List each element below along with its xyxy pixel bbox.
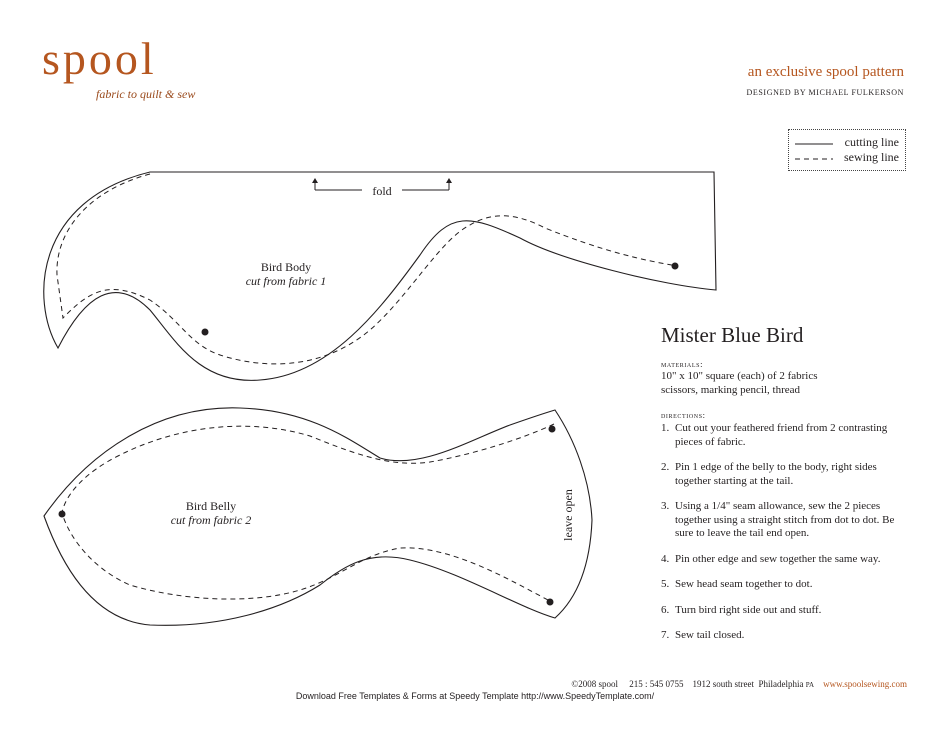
direction-step: 3.Using a 1/4" seam allowance, sew the 2… bbox=[661, 500, 895, 539]
directions-heading: directions: bbox=[661, 410, 706, 420]
fold-marker bbox=[312, 178, 452, 191]
bird-belly-tail-bottom-dot bbox=[546, 598, 554, 606]
direction-step: 4.Pin other edge and sew together the sa… bbox=[661, 552, 881, 565]
pattern-title: Mister Blue Bird bbox=[661, 323, 804, 347]
direction-step: 5.Sew head seam together to dot. bbox=[661, 578, 813, 590]
bird-belly-title: Bird Belly bbox=[186, 499, 236, 513]
state-text: PA bbox=[805, 681, 815, 689]
directions-list: 1.Cut out your feathered friend from 2 c… bbox=[661, 422, 911, 655]
line-legend: cutting line sewing line bbox=[788, 129, 906, 171]
legend-sewing-label: sewing line bbox=[844, 150, 899, 164]
phone-text: 215 : 545 0755 bbox=[629, 679, 684, 689]
fold-label: fold bbox=[372, 184, 391, 198]
bird-body-start-dot bbox=[201, 328, 209, 336]
direction-step: 7.Sew tail closed. bbox=[661, 629, 745, 641]
bird-body-sewing-line bbox=[56, 173, 679, 365]
leave-open-label: leave open bbox=[561, 489, 575, 541]
bird-body-cutting-line bbox=[43, 171, 717, 381]
bird-belly-sewing-line bbox=[61, 423, 555, 601]
brand-logo: spool bbox=[42, 33, 157, 84]
website-link[interactable]: www.spoolsewing.com bbox=[823, 679, 907, 689]
download-notice[interactable]: Download Free Templates & Forms at Speed… bbox=[295, 691, 655, 701]
bird-body-title: Bird Body bbox=[261, 260, 311, 274]
exclusive-pattern-heading: an exclusive spool pattern bbox=[747, 64, 904, 80]
bird-belly-head-dot bbox=[58, 510, 66, 518]
bird-belly-piece: Bird Belly cut from fabric 2 leave open bbox=[43, 407, 593, 626]
direction-step: 2.Pin 1 edge of the belly to the body, r… bbox=[661, 461, 877, 487]
materials-text: 10" x 10" square (each) of 2 fabrics sci… bbox=[661, 370, 818, 396]
legend-sewing-row: sewing line bbox=[795, 150, 899, 166]
bird-body-subtitle: cut from fabric 1 bbox=[246, 274, 327, 288]
copyright-text: ©2008 spool bbox=[571, 679, 618, 689]
solid-line-icon bbox=[795, 143, 833, 145]
legend-cutting-row: cutting line bbox=[795, 135, 899, 151]
materials-heading: materials: bbox=[661, 359, 704, 369]
bird-body-end-dot bbox=[671, 262, 679, 270]
designer-credit: DESIGNED BY MICHAEL FULKERSON bbox=[746, 88, 904, 97]
direction-step: 6.Turn bird right side out and stuff. bbox=[661, 603, 822, 616]
city-text: Philadelphia bbox=[758, 679, 804, 689]
address-text: 1912 south street bbox=[692, 679, 755, 689]
bird-belly-subtitle: cut from fabric 2 bbox=[171, 513, 252, 527]
bird-body-piece: fold Bird Body cut from fabric 1 bbox=[43, 171, 717, 381]
dashed-line-icon bbox=[795, 158, 833, 160]
direction-step: 1.Cut out your feathered friend from 2 c… bbox=[661, 422, 888, 448]
bird-belly-cutting-line bbox=[43, 407, 593, 626]
brand-tagline: fabric to quilt & sew bbox=[96, 87, 196, 101]
legend-cutting-label: cutting line bbox=[844, 135, 899, 149]
bird-belly-tail-top-dot bbox=[548, 425, 556, 433]
contact-footer: ©2008 spool 215 : 545 0755 1912 south st… bbox=[571, 679, 907, 689]
